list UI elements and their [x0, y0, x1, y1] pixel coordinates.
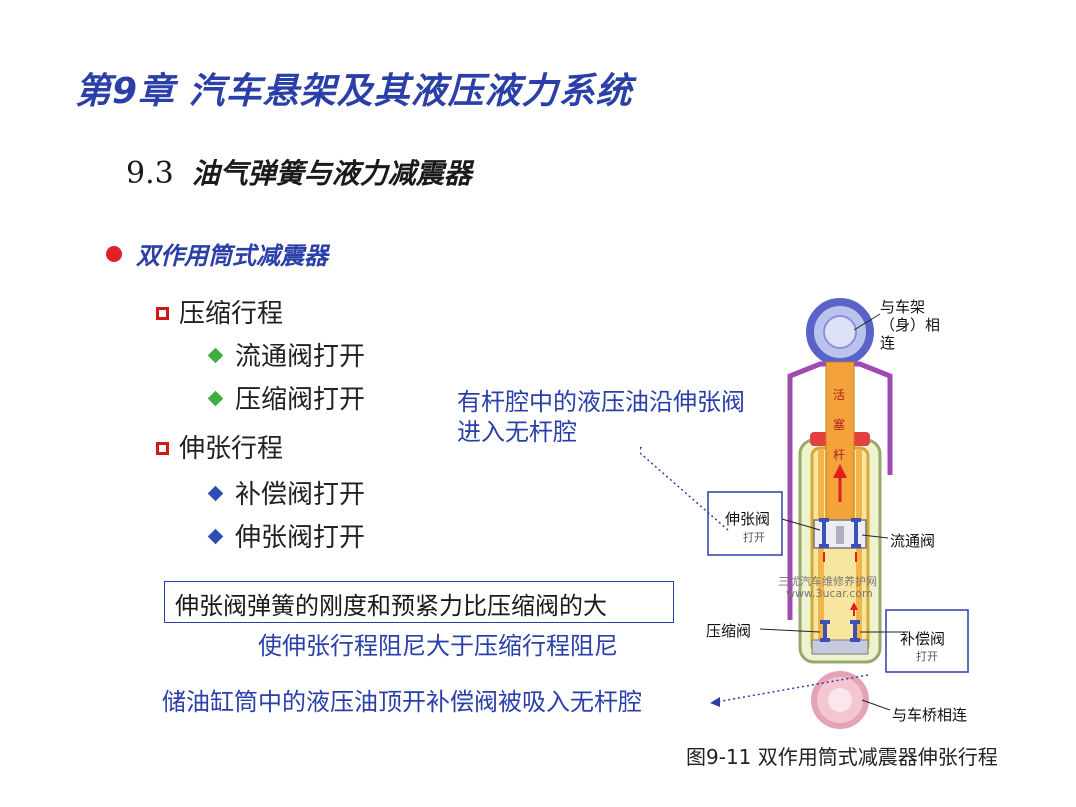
extension-valve-state: 打开: [743, 531, 765, 544]
outline-item-text: 压缩阀打开: [235, 385, 366, 415]
note-box: 伸张阀弹簧的刚度和预紧力比压缩阀的大: [164, 581, 674, 623]
piston-rod-char: 杆: [832, 448, 845, 462]
outline-item: 补偿阀打开: [207, 474, 366, 511]
compression-valve: [820, 620, 860, 642]
compensation-valve-box: [885, 609, 969, 673]
reservoir-annotation: 储油缸筒中的液压油顶开补偿阀被吸入无杆腔: [162, 688, 642, 716]
piston-rod-label: 活 塞 杆: [831, 384, 847, 466]
note-follow-text: 使伸张行程阻尼大于压缩行程阻尼: [258, 632, 618, 660]
outline-compression-label: 压缩行程: [179, 299, 284, 329]
outline-extension-label: 伸张行程: [179, 434, 284, 464]
flow-valve-label: 流通阀: [890, 532, 936, 550]
outline-item: 压缩阀打开: [207, 379, 366, 416]
shock-absorber-diagram: [640, 298, 969, 729]
outline-compression: 压缩行程: [156, 293, 283, 330]
axle-connection-label: 与车桥相连: [892, 706, 968, 724]
topic-bullet-text: 双作用筒式减震器: [136, 242, 328, 270]
piston-rod-char: 塞: [832, 418, 845, 432]
outline-item-text: 伸张阀打开: [235, 523, 366, 553]
section-heading: 9.3 油气弹簧与液力减震器: [126, 152, 472, 192]
section-number: 9.3: [126, 156, 174, 191]
figure-caption: 图9-11 双作用筒式减震器伸张行程: [686, 745, 998, 769]
outline-item: 伸张阀打开: [207, 517, 366, 554]
compression-valve-label: 压缩阀: [706, 622, 752, 640]
piston-rod-char: 活: [832, 388, 845, 402]
outline-item-text: 流通阀打开: [235, 342, 366, 372]
extension-valve-label: 伸张阀: [725, 510, 771, 528]
extension-valve: [819, 518, 861, 548]
outline-extension: 伸张行程: [156, 428, 283, 465]
extension-valve-box: [707, 491, 783, 556]
red-square-bullet-icon: [156, 307, 169, 320]
section-heading-text: 油气弹簧与液力减震器: [191, 157, 472, 190]
green-diamond-icon: [207, 347, 224, 364]
compensation-valve-label: 补偿阀: [900, 630, 946, 648]
frame-connection-label: 与车架（身）相连: [880, 298, 941, 352]
slide-title: 第9章 汽车悬架及其液压液力系统: [75, 71, 633, 112]
blue-diamond-icon: [207, 485, 224, 502]
watermark-url: www.3ucar.com: [786, 587, 873, 600]
compensation-valve-state: 打开: [916, 650, 938, 663]
red-square-bullet-icon: [156, 442, 169, 455]
outline-item: 流通阀打开: [207, 336, 366, 373]
rod-chamber-annotation: 有杆腔中的液压油沿伸张阀进入无杆腔: [457, 388, 745, 446]
topic-bullet: 双作用筒式减震器: [106, 236, 328, 271]
watermark-text: 三优汽车维修养护网: [778, 575, 877, 588]
blue-diamond-icon: [207, 528, 224, 545]
green-diamond-icon: [207, 390, 224, 407]
red-dot-icon: [106, 246, 122, 262]
outline-item-text: 补偿阀打开: [235, 480, 366, 510]
